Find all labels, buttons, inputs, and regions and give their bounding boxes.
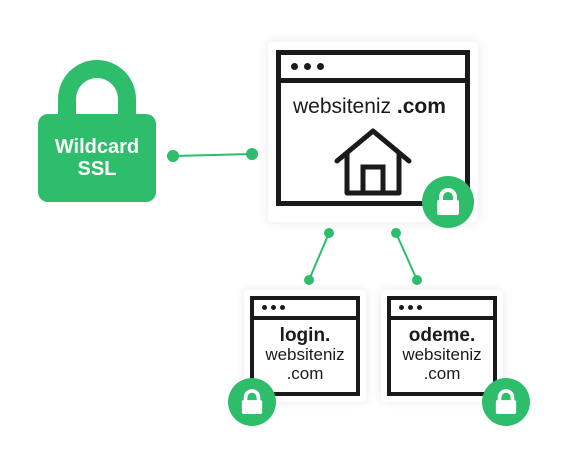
- window-dots-icon: [291, 63, 324, 70]
- wildcard-ssl-padlock: Wildcard SSL: [38, 60, 156, 202]
- padlock-icon: [437, 188, 459, 215]
- padlock-icon: [241, 389, 263, 414]
- connector-dot: [412, 275, 422, 285]
- subdomain-domain: websiteniz: [402, 345, 482, 364]
- window-dots-icon: [399, 305, 422, 310]
- main-domain-name: websiteniz: [293, 95, 392, 118]
- padlock-body: Wildcard SSL: [38, 114, 156, 202]
- main-site-domain: websiteniz .com: [293, 95, 463, 119]
- connector-main-to-odeme: [395, 232, 418, 281]
- odeme-subdomain-text: odeme. websiteniz .com: [391, 326, 493, 383]
- odeme-subdomain-window: odeme. websiteniz .com: [387, 296, 497, 396]
- login-subdomain-window: login. websiteniz .com: [250, 296, 360, 396]
- subdomain-tld: .com: [286, 364, 324, 383]
- browser-title-bar: [391, 300, 493, 320]
- connector-dot: [391, 228, 401, 238]
- subdomain-prefix: login.: [279, 325, 331, 346]
- login-subdomain-text: login. websiteniz .com: [254, 326, 356, 383]
- main-domain-tld: .com: [396, 95, 446, 118]
- connector-dot: [324, 228, 334, 238]
- connector-dot: [167, 150, 179, 162]
- connector-main-to-login: [308, 232, 330, 281]
- browser-title-bar: [254, 300, 356, 320]
- connector-lock-to-main: [172, 153, 253, 157]
- padlock-icon: [495, 389, 517, 414]
- connector-dot: [304, 275, 314, 285]
- padlock-label-line1: Wildcard: [54, 136, 140, 158]
- padlock-label-line2: SSL: [77, 158, 117, 180]
- connector-dot: [246, 148, 258, 160]
- subdomain-prefix: odeme.: [408, 325, 476, 346]
- subdomain-domain: websiteniz: [265, 345, 345, 364]
- login-lock-badge: [228, 378, 276, 426]
- main-site-lock-badge: [422, 176, 474, 228]
- subdomain-tld: .com: [423, 364, 461, 383]
- window-dots-icon: [262, 305, 285, 310]
- browser-title-bar: [281, 55, 465, 83]
- odeme-lock-badge: [482, 378, 530, 426]
- home-icon: [334, 128, 412, 196]
